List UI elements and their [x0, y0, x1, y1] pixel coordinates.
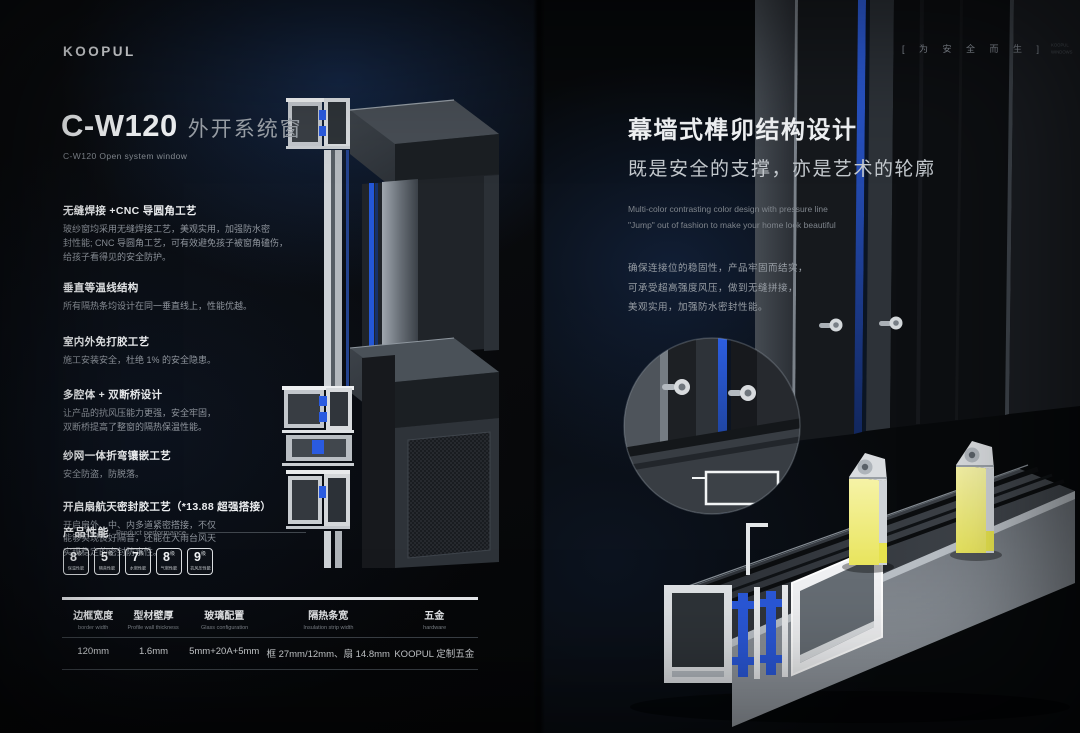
badge-value: 5 [101, 550, 108, 565]
col-header-en: Profile wall thickness [127, 624, 180, 631]
screw-pin-icon [662, 379, 690, 395]
feature-heading: 室内外免打胶工艺 [63, 335, 150, 348]
badge-label: 气密性能 [160, 566, 178, 572]
col-header-en: border width [77, 624, 109, 631]
section-title: 幕墙式榫卯结构设计 [628, 117, 858, 144]
feature-heading: 垂直等温线结构 [63, 281, 139, 294]
feature-list: 无缝焊接 +CNC 导圆角工艺 玻纱窗均采用无缝焊接工艺，美观实用，加强防水密 … [63, 203, 293, 560]
product-title: C-W120 外开系统窗 [61, 108, 303, 144]
panel-seam [533, 0, 545, 733]
screw-pin-icon [879, 316, 903, 330]
badge-unit: 级 [138, 551, 144, 558]
feature-block: 垂直等温线结构 所有隔热条均设计在同一垂直线上，性能优越。 [63, 280, 293, 314]
feature-body: 安全防盗，防脱落。 [63, 468, 145, 479]
table-value-row: 120mm 1.6mm 5mm+20A+5mm 框 27mm/12mm、扇 14… [62, 638, 478, 669]
section-subtitle: 既是安全的支撑，亦是艺术的轮廓 [628, 159, 936, 180]
tagline-text: [ 为 安 全 而 生 ] [902, 44, 1046, 54]
feature-heading: 开启扇航天密封胶工艺（*13.88 超强搭接） [63, 500, 272, 513]
tagline-sub-line2: WINDOWS [1051, 50, 1073, 56]
right-text-block: 幕墙式榫卯结构设计 既是安全的支撑，亦是艺术的轮廓 Multi-color co… [628, 110, 988, 318]
feature-block: 多腔体 + 双断桥设计 让产品的抗风压能力更强，安全牢固， 双断桥提高了整窗的隔… [63, 387, 293, 435]
table-cell: KOOPUL 定制五金 [394, 648, 475, 660]
badge-unit: 级 [200, 551, 206, 558]
table-rule-mid [62, 636, 478, 638]
right-panel: [ 为 安 全 而 生 ] KOOPUL WINDOWS 幕墙式榫卯结构设计 既… [540, 0, 1080, 733]
badge-value: 7 [132, 550, 139, 565]
tenon-block [956, 441, 994, 553]
tagline-sub-line1: KOOPUL [1051, 43, 1069, 49]
badge-value: 8 [70, 550, 77, 565]
feature-body: 施工安装安全，杜绝 1% 的安全隐患。 [63, 354, 217, 365]
left-panel: KOOPUL C-W120 外开系统窗 C-W120 Open system wi… [0, 0, 540, 733]
feature-body: 让产品的抗风压能力更强，安全牢固， 双断桥提高了整窗的隔热保温性能。 [63, 407, 217, 432]
feature-block: 无缝焊接 +CNC 导圆角工艺 玻纱窗均采用无缝焊接工艺，美观实用，加强防水密 … [63, 203, 293, 265]
performance-label-en: Product performance [116, 527, 187, 537]
col-header-zh: 型材壁厚 [133, 610, 174, 622]
table-rule-bottom [62, 668, 478, 670]
desc-en-line2: "Jump" out of fashion to make your home … [628, 219, 836, 230]
col-header-zh: 五金 [424, 610, 445, 622]
feature-block: 室内外免打胶工艺 施工安装安全，杜绝 1% 的安全隐患。 [63, 334, 293, 368]
tagline-sub: KOOPUL WINDOWS [1051, 43, 1076, 57]
window-profile-render [282, 98, 499, 568]
product-model: C-W120 [61, 108, 178, 143]
badge-label: 保温性能 [67, 566, 85, 572]
badge-unit: 级 [107, 551, 113, 558]
product-subtitle-en: C-W120 Open system window [63, 151, 188, 161]
section-paragraph: 确保连接位的稳固性，产品牢固而结实， 可承受超高强度风压，做到无缝拼接， 美观实… [628, 263, 809, 314]
profile-slabs-render [755, 0, 1080, 448]
badge-value: 9 [194, 550, 201, 565]
badge-label: 水密性能 [129, 566, 147, 572]
performance-header: 产品性能 Product performance [63, 524, 307, 540]
screw-pin-icon [819, 318, 843, 332]
feature-block: 开启扇航天密封胶工艺（*13.88 超强搭接） 开启扇外、中、内多道紧密搭接，不… [63, 499, 293, 561]
spec-table: 边框宽度 border width 型材壁厚 Profile wall thickn… [62, 597, 478, 670]
table-cell: 框 27mm/12mm、扇 14.8mm [266, 648, 390, 660]
tenon-block [849, 453, 887, 565]
table-cell: 1.6mm [138, 645, 169, 657]
feature-block: 纱网一体折弯镶嵌工艺 安全防盗，防脱落。 [63, 448, 293, 482]
badge-label: 隔音性能 [98, 566, 116, 572]
screw-pin-icon [728, 385, 756, 401]
performance-label-zh: 产品性能 [63, 527, 109, 539]
desc-en-line1: Multi-color contrasting color design wit… [628, 204, 828, 214]
badge-unit: 级 [76, 551, 82, 558]
col-header-zh: 边框宽度 [73, 610, 114, 622]
col-header-en: hardware [422, 624, 446, 631]
badge-value: 8 [163, 550, 170, 565]
feature-body: 玻纱窗均采用无缝焊接工艺，美观实用，加强防水密 封性能; CNC 导圆角工艺，可… [63, 224, 289, 262]
table-rule-top [62, 597, 478, 600]
badge-unit: 级 [169, 551, 175, 558]
detail-inset-circle [623, 337, 801, 515]
corner-tagline: [ 为 安 全 而 生 ] KOOPUL WINDOWS [902, 42, 1076, 57]
feature-body: 所有隔热条均设计在同一垂直线上，性能优越。 [63, 300, 253, 311]
rail-tenon-render [630, 441, 1075, 727]
table-cell: 5mm+20A+5mm [189, 645, 260, 657]
table-header-row: 边框宽度 border width 型材壁厚 Profile wall thickn… [62, 600, 478, 637]
product-type: 外开系统窗 [187, 118, 303, 141]
divider-line [198, 531, 307, 533]
brand-logo: KOOPUL [63, 44, 136, 59]
col-header-zh: 玻璃配置 [204, 610, 245, 622]
feature-heading: 多腔体 + 双断桥设计 [63, 388, 163, 401]
col-header-en: Glass configuration [200, 624, 248, 631]
feature-heading: 无缝焊接 +CNC 导圆角工艺 [63, 205, 197, 217]
table-cell: 120mm [77, 645, 110, 657]
section-desc-en: Multi-color contrasting color design wit… [628, 202, 988, 233]
col-header-zh: 隔热条宽 [308, 610, 349, 622]
feature-heading: 纱网一体折弯镶嵌工艺 [63, 449, 171, 462]
badge-label: 抗风压性能 [189, 566, 211, 572]
feature-body: 开启扇外、中、内多道紧密搭接，不仅 能够实现良好隔音，还能在大雨台风天 实现稳定… [63, 519, 217, 558]
col-header-en: Insulation strip width [303, 624, 354, 631]
